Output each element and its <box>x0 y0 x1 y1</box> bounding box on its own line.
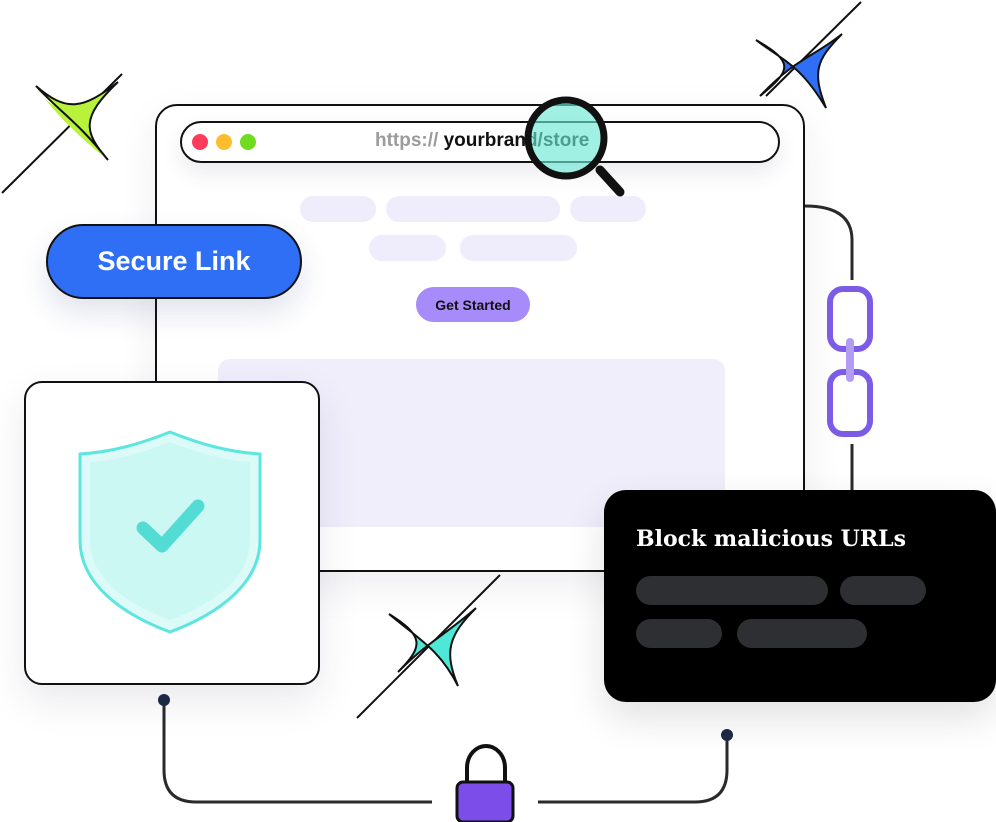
window-maximize-dot[interactable] <box>240 134 256 150</box>
connector-line <box>538 736 729 804</box>
text-placeholder <box>636 576 828 605</box>
nav-placeholder <box>460 235 577 261</box>
secure-link-badge[interactable]: Secure Link <box>46 224 302 299</box>
text-placeholder <box>737 619 867 648</box>
connector-line <box>804 204 854 280</box>
text-placeholder <box>840 576 926 605</box>
nav-placeholder <box>369 235 446 261</box>
window-minimize-dot[interactable] <box>216 134 232 150</box>
sparkle-icon <box>1 73 123 194</box>
address-bar[interactable] <box>180 121 780 163</box>
connector-dot <box>721 729 733 741</box>
alert-card-title: Block malicious URLs <box>636 526 906 552</box>
connector-dot <box>158 694 170 706</box>
url-protocol: https:// <box>375 130 439 151</box>
text-placeholder <box>636 619 722 648</box>
nav-placeholder <box>386 196 560 222</box>
sparkle-icon <box>755 1 862 109</box>
sparkle-icon <box>356 574 501 719</box>
get-started-button[interactable]: Get Started <box>416 287 530 322</box>
nav-placeholder <box>570 196 646 222</box>
nav-placeholder <box>300 196 376 222</box>
connector-line <box>162 700 432 804</box>
window-close-dot[interactable] <box>192 134 208 150</box>
